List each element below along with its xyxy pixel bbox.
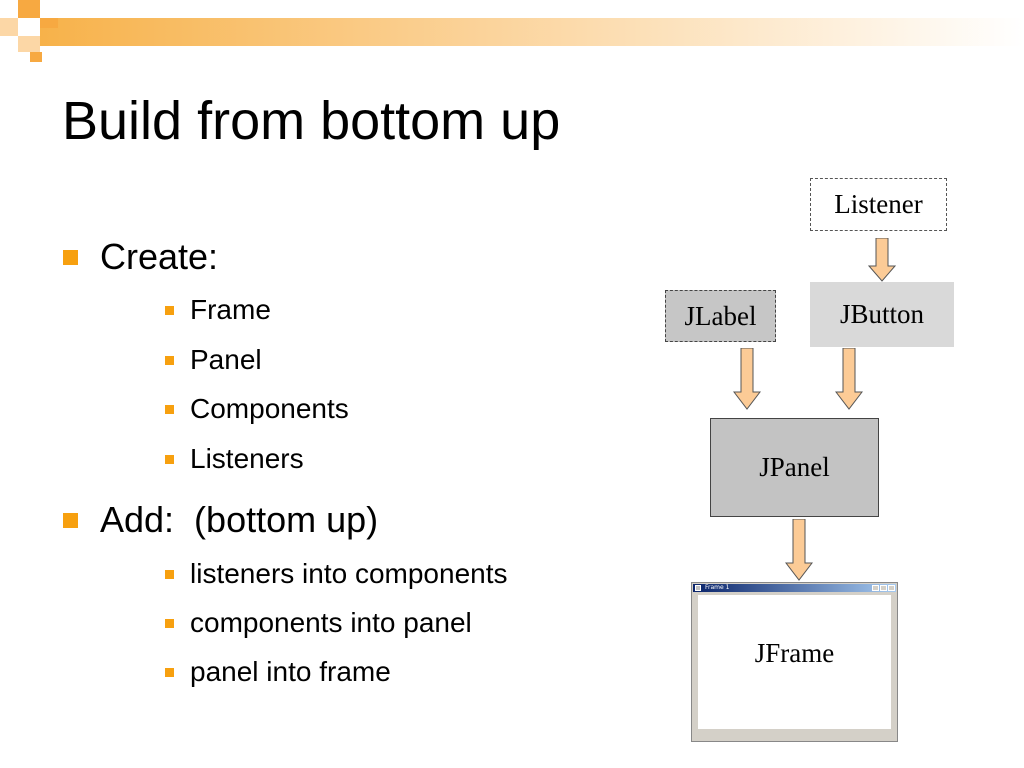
- bullet-square-icon: [165, 455, 174, 464]
- bullet-square-icon: [165, 356, 174, 365]
- bullet-square-icon: [63, 250, 78, 265]
- window-icon: [695, 585, 701, 591]
- bullet-create: Create:: [63, 236, 218, 278]
- arrow-down-icon: [868, 238, 896, 282]
- bullet-square-icon: [165, 668, 174, 677]
- banner-square: [18, 0, 40, 18]
- sub-bullet: Frame: [165, 294, 271, 326]
- jframe-label: JFrame: [698, 595, 891, 729]
- bullet-square-icon: [165, 405, 174, 414]
- jframe-titlebar: Frame 1: [693, 584, 896, 592]
- banner-square: [18, 36, 40, 52]
- sub-bullet: listeners into components: [165, 558, 508, 590]
- banner-square: [30, 52, 42, 62]
- bullet-add: Add: (bottom up): [63, 499, 378, 541]
- bullet-square-icon: [165, 619, 174, 628]
- banner-square: [0, 18, 18, 36]
- sub-bullet: Panel: [165, 344, 262, 376]
- jframe-window-title: Frame 1: [705, 584, 730, 591]
- bullet-square-icon: [165, 306, 174, 315]
- arrow-down-icon: [835, 348, 863, 410]
- arrow-down-icon: [733, 348, 761, 410]
- jpanel-box: JPanel: [710, 418, 879, 517]
- listener-box: Listener: [810, 178, 947, 231]
- sub-bullet: Listeners: [165, 443, 304, 475]
- minimize-icon: [872, 585, 879, 591]
- slide-title: Build from bottom up: [62, 91, 561, 151]
- banner-square: [40, 18, 58, 28]
- sub-bullet: components into panel: [165, 607, 472, 639]
- top-banner: [40, 18, 1024, 46]
- close-icon: [888, 585, 895, 591]
- bullet-square-icon: [165, 570, 174, 579]
- jlabel-box: JLabel: [665, 290, 776, 342]
- sub-bullet: panel into frame: [165, 656, 391, 688]
- maximize-icon: [880, 585, 887, 591]
- arrow-down-icon: [785, 519, 813, 581]
- jbutton-box: JButton: [810, 282, 954, 347]
- sub-bullet: Components: [165, 393, 349, 425]
- jframe-window: Frame 1 JFrame: [691, 582, 898, 742]
- bullet-square-icon: [63, 513, 78, 528]
